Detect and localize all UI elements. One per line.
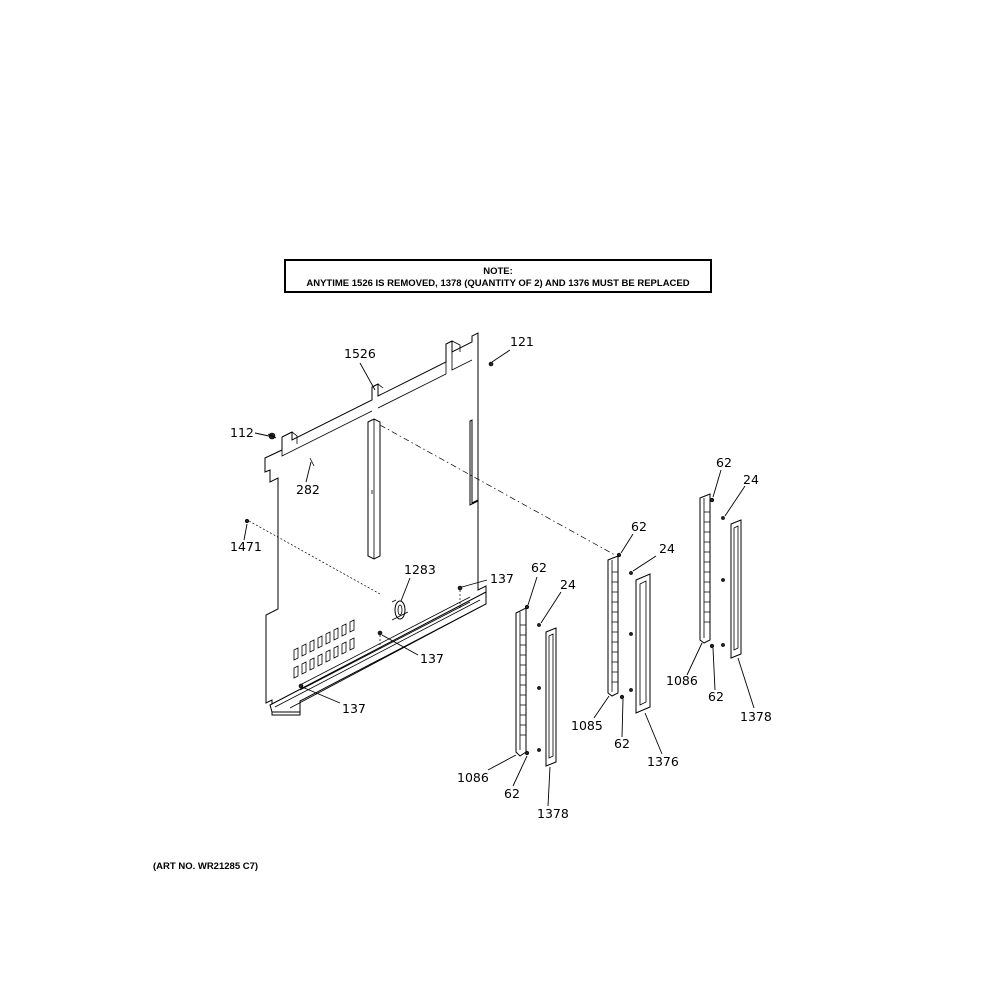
clip-1283 xyxy=(391,599,409,621)
leader-lines xyxy=(243,349,755,807)
note-box: NOTE: ANYTIME 1526 IS REMOVED, 1378 (QUA… xyxy=(284,259,712,293)
callout-1471: 1471 xyxy=(230,539,262,554)
callout-1378-b: 1378 xyxy=(740,709,772,724)
callout-62-c: 62 xyxy=(631,519,647,534)
art-number: (ART NO. WR21285 C7) xyxy=(153,861,259,872)
callout-282: 282 xyxy=(296,482,320,497)
callout-1526: 1526 xyxy=(344,346,376,361)
alignment-line-a xyxy=(379,424,616,556)
hinge-bracket-1086-right xyxy=(699,493,711,644)
hardware xyxy=(244,361,494,689)
callout-1086-a: 1086 xyxy=(457,770,489,785)
callout-62-b: 62 xyxy=(504,786,520,801)
callout-137-c: 137 xyxy=(342,701,366,716)
callout-1378-a: 1378 xyxy=(537,806,569,821)
gasket-1378-left xyxy=(545,627,557,767)
callout-24-c: 24 xyxy=(743,472,759,487)
note-text: ANYTIME 1526 IS REMOVED, 1378 (QUANTITY … xyxy=(306,278,690,289)
callout-labels: 1526 121 112 282 1471 1283 137 137 137 6… xyxy=(230,334,772,821)
callout-24-a: 24 xyxy=(560,577,576,592)
callout-62-d: 62 xyxy=(614,736,630,751)
vent-slots xyxy=(293,619,355,679)
callout-62-f: 62 xyxy=(708,689,724,704)
callout-137-a: 137 xyxy=(490,571,514,586)
alignment-line-b xyxy=(248,520,381,595)
gasket-1376 xyxy=(635,573,651,714)
callout-137-b: 137 xyxy=(420,651,444,666)
callout-1085: 1085 xyxy=(571,718,603,733)
callout-1086-b: 1086 xyxy=(666,673,698,688)
callout-1283: 1283 xyxy=(404,562,436,577)
callout-1376: 1376 xyxy=(647,754,679,769)
callout-62-e: 62 xyxy=(716,455,732,470)
hinge-bracket-1085 xyxy=(607,555,619,697)
hinge-bracket-1086-left xyxy=(515,607,527,757)
note-heading: NOTE: xyxy=(483,266,513,277)
callout-24-b: 24 xyxy=(659,541,675,556)
callout-62-a: 62 xyxy=(531,560,547,575)
gasket-1378-right xyxy=(730,519,742,659)
back-panel-1526 xyxy=(264,332,487,716)
callout-121: 121 xyxy=(510,334,534,349)
callout-112: 112 xyxy=(230,425,254,440)
